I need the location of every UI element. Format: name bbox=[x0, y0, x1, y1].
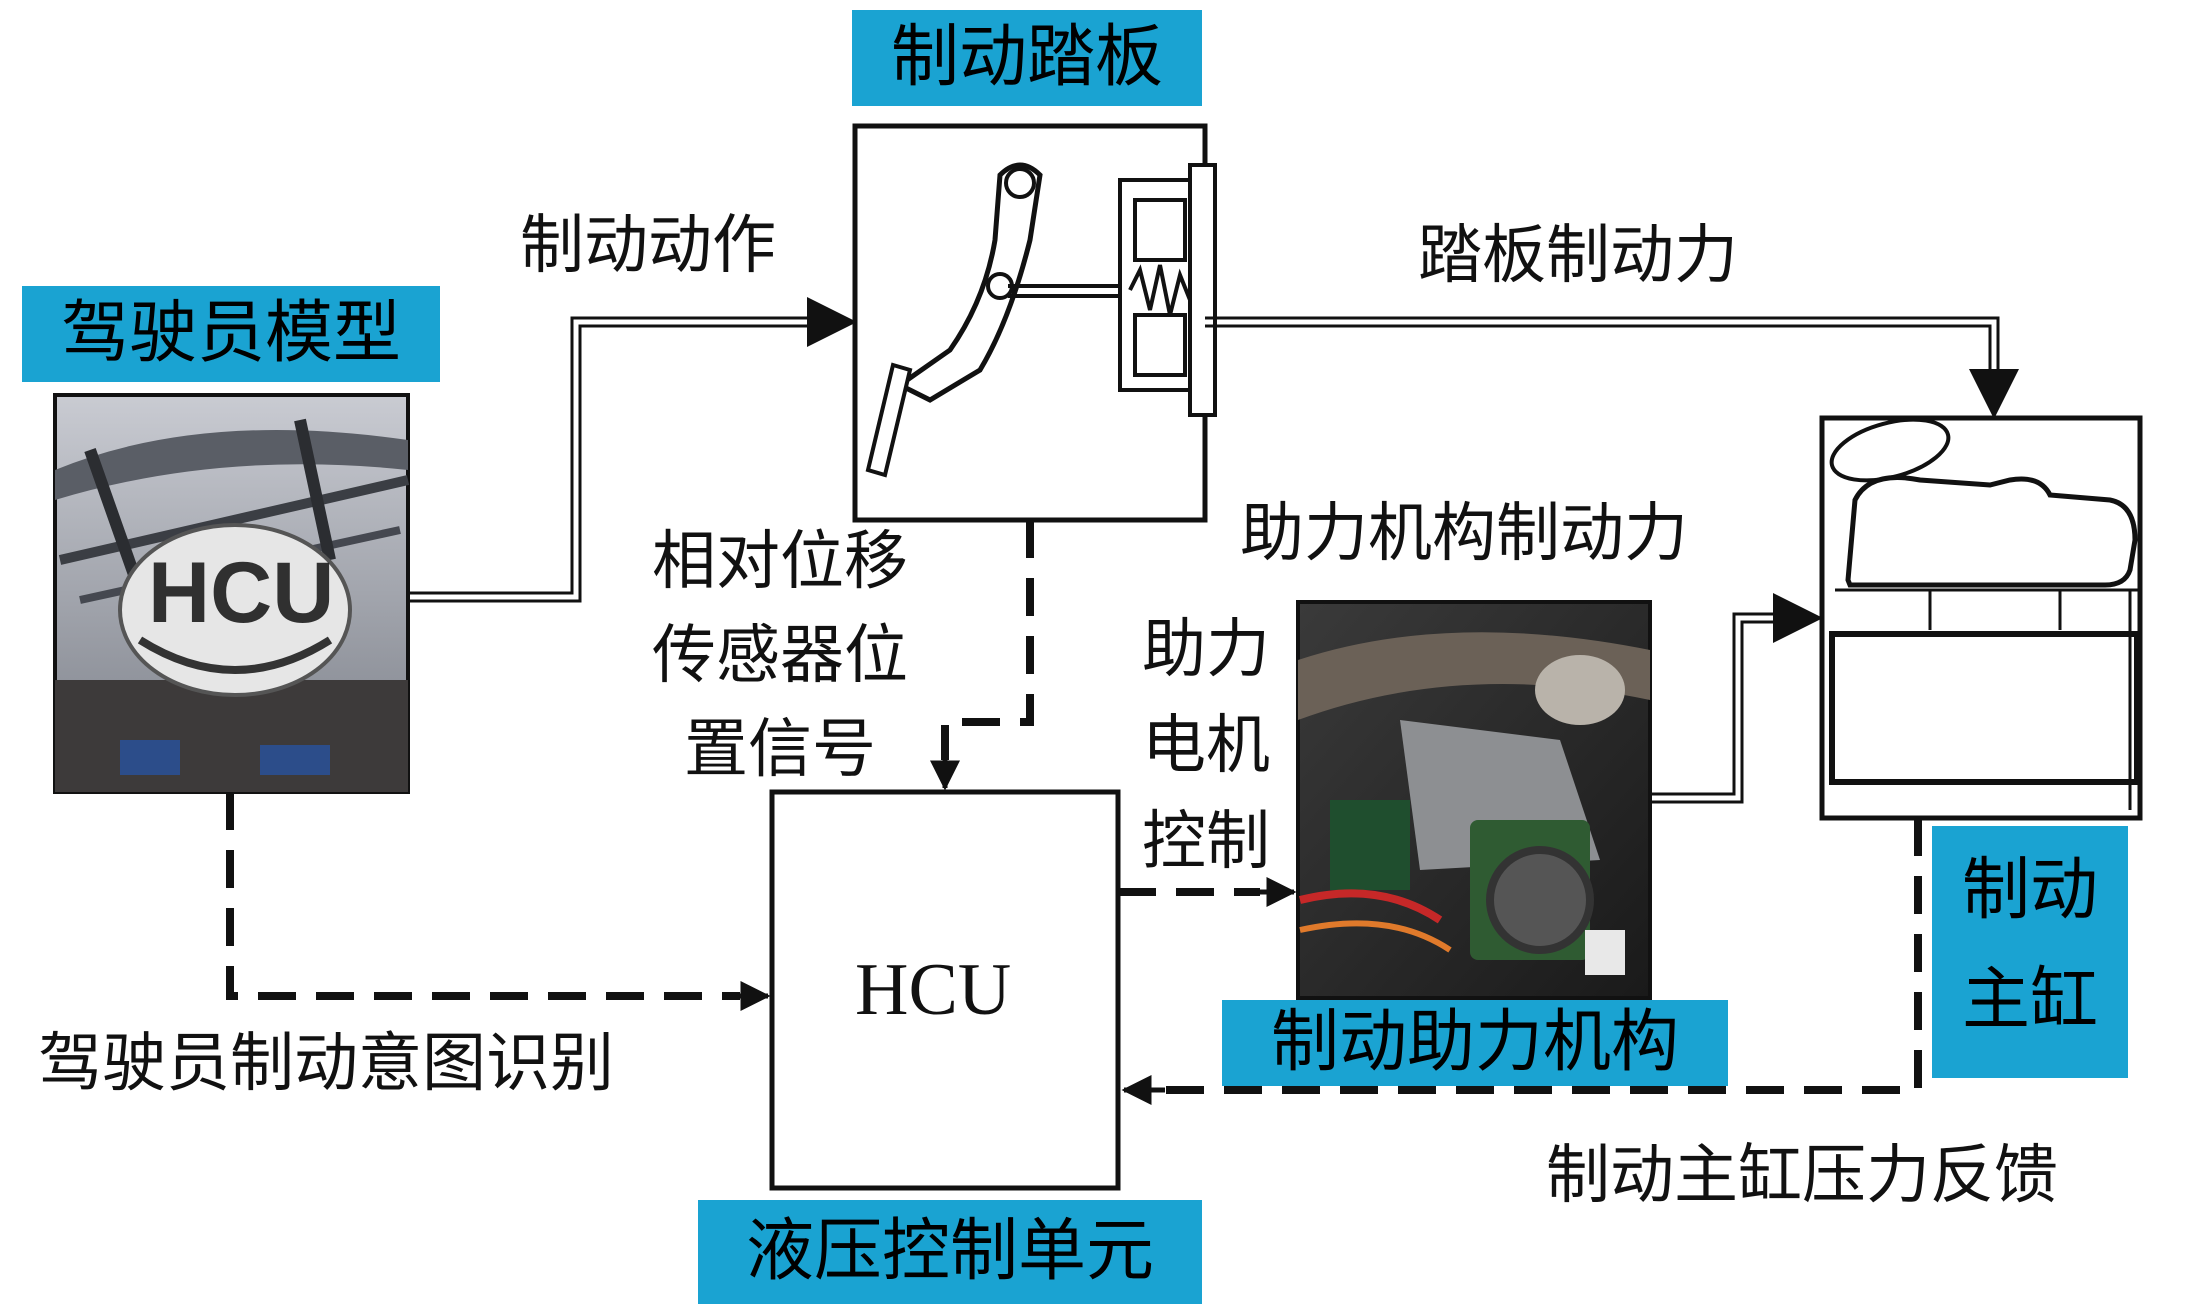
label-booster-brake-force: 助力机构制动力 bbox=[1240, 497, 1688, 571]
label-sensor-line3: 置信号 bbox=[684, 713, 876, 787]
label-motor-control-line2: 电机 bbox=[1142, 709, 1270, 783]
tag-brake-booster: 制动助力机构 bbox=[1222, 1000, 1728, 1086]
tag-master-cylinder-line2: 主缸 bbox=[1961, 961, 2098, 1040]
label-motor-control: 助力 电机 控制 bbox=[1126, 602, 1286, 890]
label-motor-control-line3: 控制 bbox=[1142, 805, 1270, 879]
master-cylinder-drawing-icon bbox=[1819, 415, 2143, 821]
tag-hydraulic-control-unit: 液压控制单元 bbox=[698, 1200, 1202, 1304]
dashed-arrowheads bbox=[735, 755, 1297, 1105]
tag-driver-model: 驾驶员模型 bbox=[22, 286, 440, 382]
solid-connections bbox=[408, 297, 2019, 804]
driver-helmet-photo-icon bbox=[53, 393, 410, 794]
tag-brake-pedal: 制动踏板 bbox=[852, 10, 1202, 106]
brake-pedal-drawing-icon bbox=[852, 123, 1217, 523]
label-sensor-line2: 传感器位 bbox=[652, 619, 908, 693]
label-pressure-feedback: 制动主缸压力反馈 bbox=[1546, 1139, 2058, 1213]
hcu-photo-overlay-label: HCU bbox=[148, 545, 335, 641]
hcu-block bbox=[769, 789, 1121, 1191]
label-pedal-brake-force: 踏板制动力 bbox=[1418, 219, 1738, 293]
tag-master-cylinder: 制动 主缸 bbox=[1932, 826, 2128, 1078]
label-sensor-line1: 相对位移 bbox=[652, 525, 908, 599]
dashed-connections bbox=[226, 520, 1922, 1094]
label-brake-action: 制动动作 bbox=[520, 209, 776, 283]
label-sensor-signal: 相对位移 传感器位 置信号 bbox=[620, 515, 940, 797]
hcu-center-label: HCU bbox=[855, 949, 1012, 1031]
brake-booster-photo-icon bbox=[1296, 600, 1652, 1000]
tag-master-cylinder-line1: 制动 bbox=[1961, 851, 2098, 930]
label-motor-control-line1: 助力 bbox=[1142, 613, 1270, 687]
label-driver-intent: 驾驶员制动意图识别 bbox=[38, 1027, 614, 1101]
